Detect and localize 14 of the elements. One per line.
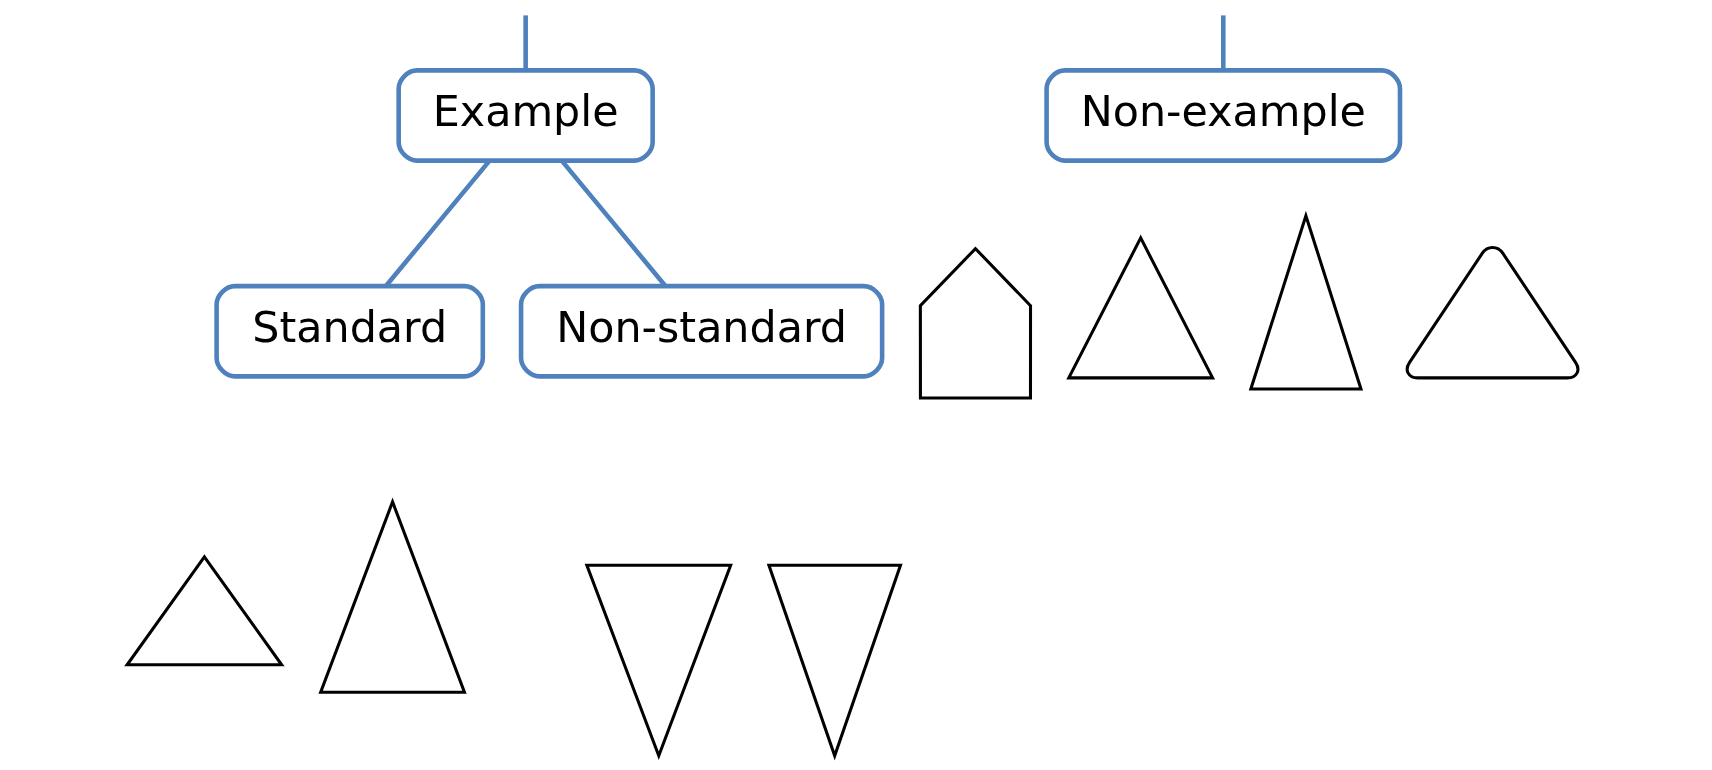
- node-triangle: [123, 554, 285, 667]
- node-triangle: [1065, 234, 1215, 380]
- node-box: Non-example: [1043, 68, 1402, 163]
- node-pentagon: [918, 246, 1032, 400]
- node-box: Non-standard: [518, 283, 884, 379]
- connector: [1220, 15, 1226, 71]
- node-triangle: [766, 563, 903, 761]
- node-box: Example: [395, 68, 655, 163]
- connector: [522, 15, 528, 71]
- node-triangle: [1405, 245, 1579, 380]
- node-triangle: [584, 563, 733, 761]
- node-triangle: [1248, 210, 1363, 391]
- node-box: Standard: [213, 283, 485, 379]
- node-triangle: [317, 497, 467, 694]
